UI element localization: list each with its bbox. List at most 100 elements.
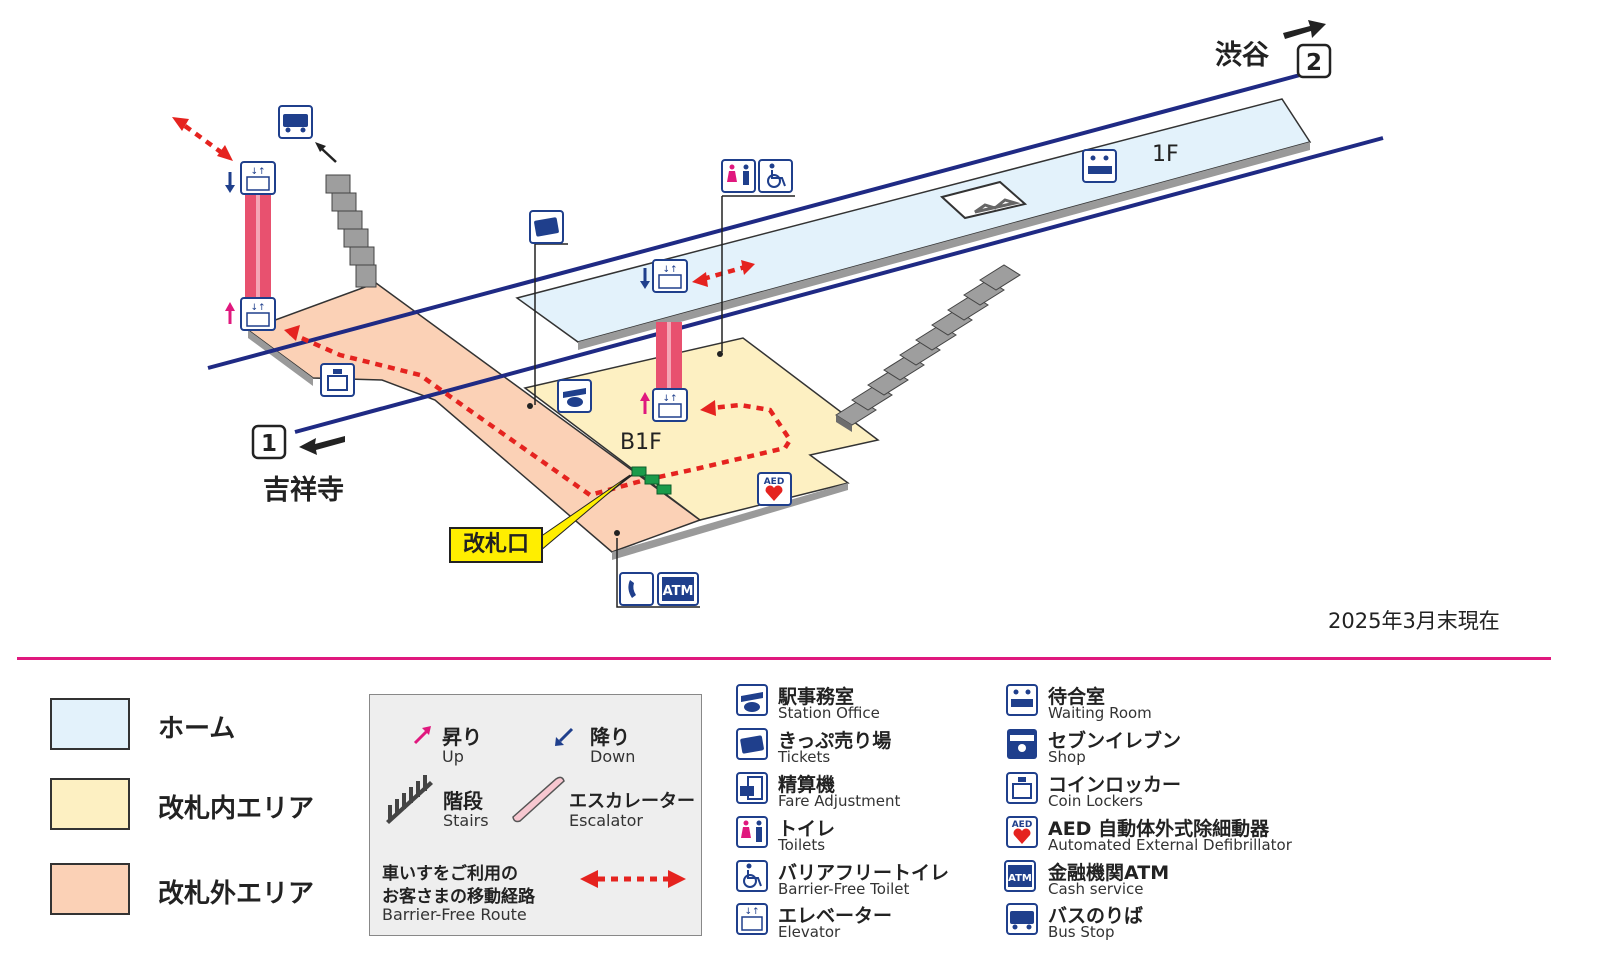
platform-legend-label: ホーム	[158, 714, 236, 744]
up-label-en: Up	[442, 747, 464, 766]
aed-text: AED	[1012, 820, 1033, 830]
atm-text: ATM	[1008, 873, 1032, 884]
svg-text:↓↑: ↓↑	[250, 303, 265, 313]
phone-icon	[619, 572, 654, 606]
legend-jp: バリアフリートイレ	[778, 862, 950, 884]
fare-adjustment-icon	[736, 772, 768, 804]
stairs-to-street	[325, 174, 377, 288]
legend-separator	[17, 657, 1551, 660]
legend-elevator: ↓↑ エレベーター Elevator	[736, 901, 976, 943]
down-label-en: Down	[590, 747, 636, 766]
aed-icon: AED	[1006, 816, 1038, 848]
legend-en: Bus Stop	[1048, 923, 1115, 941]
stairs-label-en: Stairs	[443, 811, 489, 830]
svg-text:↓↑: ↓↑	[744, 907, 759, 917]
route-label-en: Barrier-Free Route	[382, 905, 527, 924]
ticket-icon	[736, 728, 768, 760]
up-arrow-icon	[413, 726, 431, 745]
date-note: 2025年3月末現在	[1328, 609, 1500, 633]
route-label-1: 車いすをご利用の	[382, 864, 518, 884]
route-label-2: お客さまの移動経路	[382, 887, 535, 907]
ticket-gate-label: 改札口	[449, 527, 543, 563]
track-rail	[294, 136, 1384, 434]
legend-en: Coin Lockers	[1048, 792, 1143, 810]
up-label: 昇り	[442, 725, 482, 749]
legend-en: Automated External Defibrillator	[1048, 836, 1292, 854]
legend-en: Toilets	[778, 836, 826, 854]
legend-jp: 精算機	[778, 774, 836, 796]
arrow-to-kichijoji	[299, 436, 345, 455]
legend-en: Waiting Room	[1048, 704, 1152, 722]
legend-jp: AED 自動体外式除細動器	[1048, 818, 1270, 840]
coin-locker-icon	[1006, 772, 1038, 804]
legend-jp: バスのりば	[1048, 905, 1144, 927]
legend-jp: 駅事務室	[778, 686, 855, 708]
legend-en: Elevator	[778, 923, 841, 941]
ticket-icon	[529, 210, 564, 244]
legend-en: Fare Adjustment	[778, 792, 901, 810]
wheelchair-icon	[736, 860, 768, 892]
ticket-gates	[631, 466, 672, 495]
shibuya-number: 2	[1306, 50, 1322, 76]
legend-toilets: トイレ Toilets	[736, 814, 976, 856]
legend-en: Shop	[1048, 748, 1086, 766]
stairs-label: 階段	[443, 789, 483, 813]
legend-station-office: 駅事務室 Station Office	[736, 682, 976, 724]
waiting-room-icon	[1082, 149, 1117, 183]
shop-icon	[1007, 729, 1037, 759]
elevator-icon: ↓↑	[240, 161, 276, 195]
outside-gate-legend-label: 改札外エリア	[158, 879, 315, 909]
legend-jp: 待合室	[1048, 686, 1106, 708]
legend-coin-lockers: コインロッカー Coin Lockers	[1006, 770, 1306, 812]
legend-en: Barrier-Free Toilet	[778, 880, 910, 898]
station-office-icon	[557, 379, 592, 413]
atm-icon: ATM	[657, 572, 699, 606]
legend-en: Station Office	[778, 704, 880, 722]
svg-text:↓↑: ↓↑	[662, 265, 677, 275]
legend-jp: コインロッカー	[1048, 774, 1182, 796]
elevator-icon: ↓↑	[652, 388, 688, 422]
legend-jp: きっぷ売り場	[778, 730, 892, 752]
inside-gate-legend-label: 改札内エリア	[158, 794, 315, 824]
barrier-free-route	[289, 330, 793, 498]
elevator-icon: ↓↑	[240, 297, 276, 331]
floor-b1f-label: B1F	[620, 430, 662, 455]
aed-icon: AED	[757, 472, 792, 506]
inside-gate-swatch	[50, 778, 130, 830]
toilet-icon	[736, 816, 768, 848]
track-rail	[207, 73, 1301, 370]
legend-jp: セブンイレブン	[1048, 730, 1182, 752]
kichijoji-number: 1	[261, 431, 277, 457]
platform-area	[515, 98, 1312, 343]
bus-icon	[278, 105, 313, 139]
arrow-to-shibuya	[1283, 20, 1326, 39]
legend-shop: セブンイレブン Shop	[1006, 726, 1306, 768]
bus-icon	[1006, 903, 1038, 935]
station-office-icon	[736, 684, 768, 716]
legend-barrier-free-toilet: バリアフリートイレ Barrier-Free Toilet	[736, 858, 976, 900]
elevator-icon: ↓↑	[736, 903, 768, 935]
legend-en: Cash service	[1048, 880, 1144, 898]
platform-swatch	[50, 698, 130, 750]
route-arrow-icon	[580, 870, 686, 888]
aed-text: AED	[764, 477, 785, 487]
stairs-to-platform	[835, 264, 1021, 426]
floor-1f-label: 1F	[1152, 142, 1179, 167]
legend-tickets: きっぷ売り場 Tickets	[736, 726, 976, 768]
atm-icon: ATM	[1004, 860, 1036, 892]
legend-bus-stop: バスのりば Bus Stop	[1006, 901, 1306, 943]
movement-legend-box: 昇り Up 降り Down 階段 Stairs エスカレーター Escalato…	[369, 694, 702, 936]
legend-jp: 金融機関ATM	[1048, 862, 1170, 884]
legend-aed: AED AED 自動体外式除細動器 Automated External Def…	[1006, 814, 1306, 856]
legend-jp: エレベーター	[778, 905, 893, 927]
coin-locker-icon	[320, 363, 355, 397]
waiting-room-icon	[1006, 684, 1038, 716]
escalator-label: エスカレーター	[569, 791, 695, 812]
legend-en: Tickets	[778, 748, 831, 766]
escalator-icon	[512, 776, 565, 823]
escalator-label-en: Escalator	[569, 811, 643, 830]
wheelchair-icon	[758, 159, 793, 193]
stairs-icon	[386, 775, 433, 824]
outside-gate-swatch	[50, 863, 130, 915]
